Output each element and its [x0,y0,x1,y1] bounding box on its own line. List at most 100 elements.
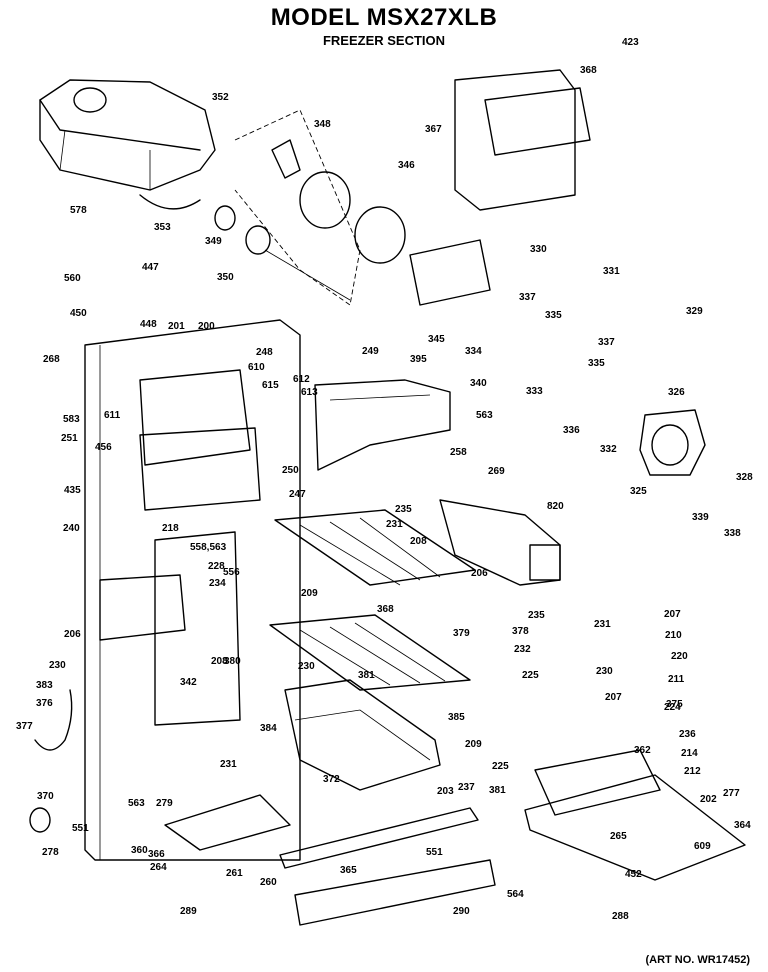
part-label: 277 [723,788,740,799]
ice-bucket-drawing [39,79,216,210]
part-label: 206 [471,568,488,579]
part-label: 250 [282,465,299,476]
part-label: 214 [681,748,698,759]
part-label: 208 [211,656,228,667]
part-label: 456 [95,442,112,453]
part-label: 350 [217,272,234,283]
part-label: 364 [734,820,751,831]
part-label: 365 [340,865,357,876]
part-label: 448 [140,319,157,330]
part-label: 450 [70,308,87,319]
part-label: 329 [686,306,703,317]
part-label: 332 [600,444,617,455]
part-label: 232 [514,644,531,655]
part-label: 201 [168,321,185,332]
part-label: 231 [220,759,237,770]
part-label: 225 [522,670,539,681]
part-label: 423 [622,37,639,48]
part-label: 249 [362,346,379,357]
part-label: 609 [694,841,711,852]
part-label: 278 [42,847,59,858]
part-label: 328 [736,472,753,483]
part-label: 333 [526,386,543,397]
part-label: 261 [226,868,243,879]
part-label: 372 [323,774,340,785]
part-label: 337 [598,337,615,348]
cabinet-frame-drawing [84,319,301,861]
evaporator-cover-drawing [314,379,451,471]
part-label: 578 [70,205,87,216]
part-label: 335 [588,358,605,369]
part-label: 336 [563,425,580,436]
part-label: 289 [180,906,197,917]
fan-bracket-drawing [409,239,491,306]
part-label: 551 [426,847,443,858]
part-label: 381 [489,785,506,796]
part-label: 551 [72,823,89,834]
part-label: 376 [36,698,53,709]
control-box-drawing [524,749,746,881]
part-label: 610 [248,362,265,373]
part-label: 368 [377,604,394,615]
part-label: 200 [198,321,215,332]
part-label: 290 [453,906,470,917]
part-label: 202 [700,794,717,805]
page-title: MODEL MSX27XLB [270,4,498,31]
part-label: 353 [154,222,171,233]
part-label: 820 [547,501,564,512]
part-label: 269 [488,466,505,477]
part-label: 260 [260,877,277,888]
freezer-basket-drawing [284,679,441,791]
part-label: 560 [64,273,81,284]
part-label: 611 [104,410,121,421]
drain-tube-drawing [34,689,73,751]
part-label: 345 [428,334,445,345]
part-label: 240 [63,523,80,534]
part-label: 237 [458,782,475,793]
part-label: 395 [410,354,427,365]
part-label: 288 [612,911,629,922]
part-label: 228 [208,561,225,572]
part-label: 348 [314,119,331,130]
part-label: 231 [386,519,403,530]
freezer-shelves-drawing [269,509,476,691]
part-label: 558,563 [190,542,227,553]
part-label: 452 [625,869,642,880]
part-label: 352 [212,92,229,103]
part-label: 230 [596,666,613,677]
lower-support-drawing [164,794,291,851]
part-label: 210 [665,630,682,641]
part-label: 612 [293,374,310,385]
part-label: 330 [530,244,547,255]
part-label: 203 [437,786,454,797]
part-label: 556 [223,567,240,578]
part-label: 367 [425,124,442,135]
part-label: 375 [666,699,683,710]
part-label: 362 [634,745,651,756]
part-label: 248 [256,347,273,358]
part-label: 231 [594,619,611,630]
part-label: 435 [64,485,81,496]
part-label: 385 [448,712,465,723]
part-label: 342 [180,677,197,688]
part-label: 247 [289,489,306,500]
part-label: 220 [671,651,688,662]
part-label: 268 [43,354,60,365]
part-label: 370 [37,791,54,802]
part-label: 366 [148,849,165,860]
art-number: (ART NO. WR17452) [645,954,750,966]
part-label: 331 [603,266,620,277]
part-label: 337 [519,292,536,303]
part-label: 380 [224,656,241,667]
page-subtitle: FREEZER SECTION [322,33,446,48]
part-label: 207 [664,609,681,620]
part-label: 384 [260,723,277,734]
part-label: 378 [512,626,529,637]
part-label: 325 [630,486,647,497]
part-label: 360 [131,845,148,856]
part-label: 235 [528,610,545,621]
part-label: 564 [507,889,524,900]
ice-maker-drawing [439,499,561,586]
part-label: 224 [664,702,681,713]
